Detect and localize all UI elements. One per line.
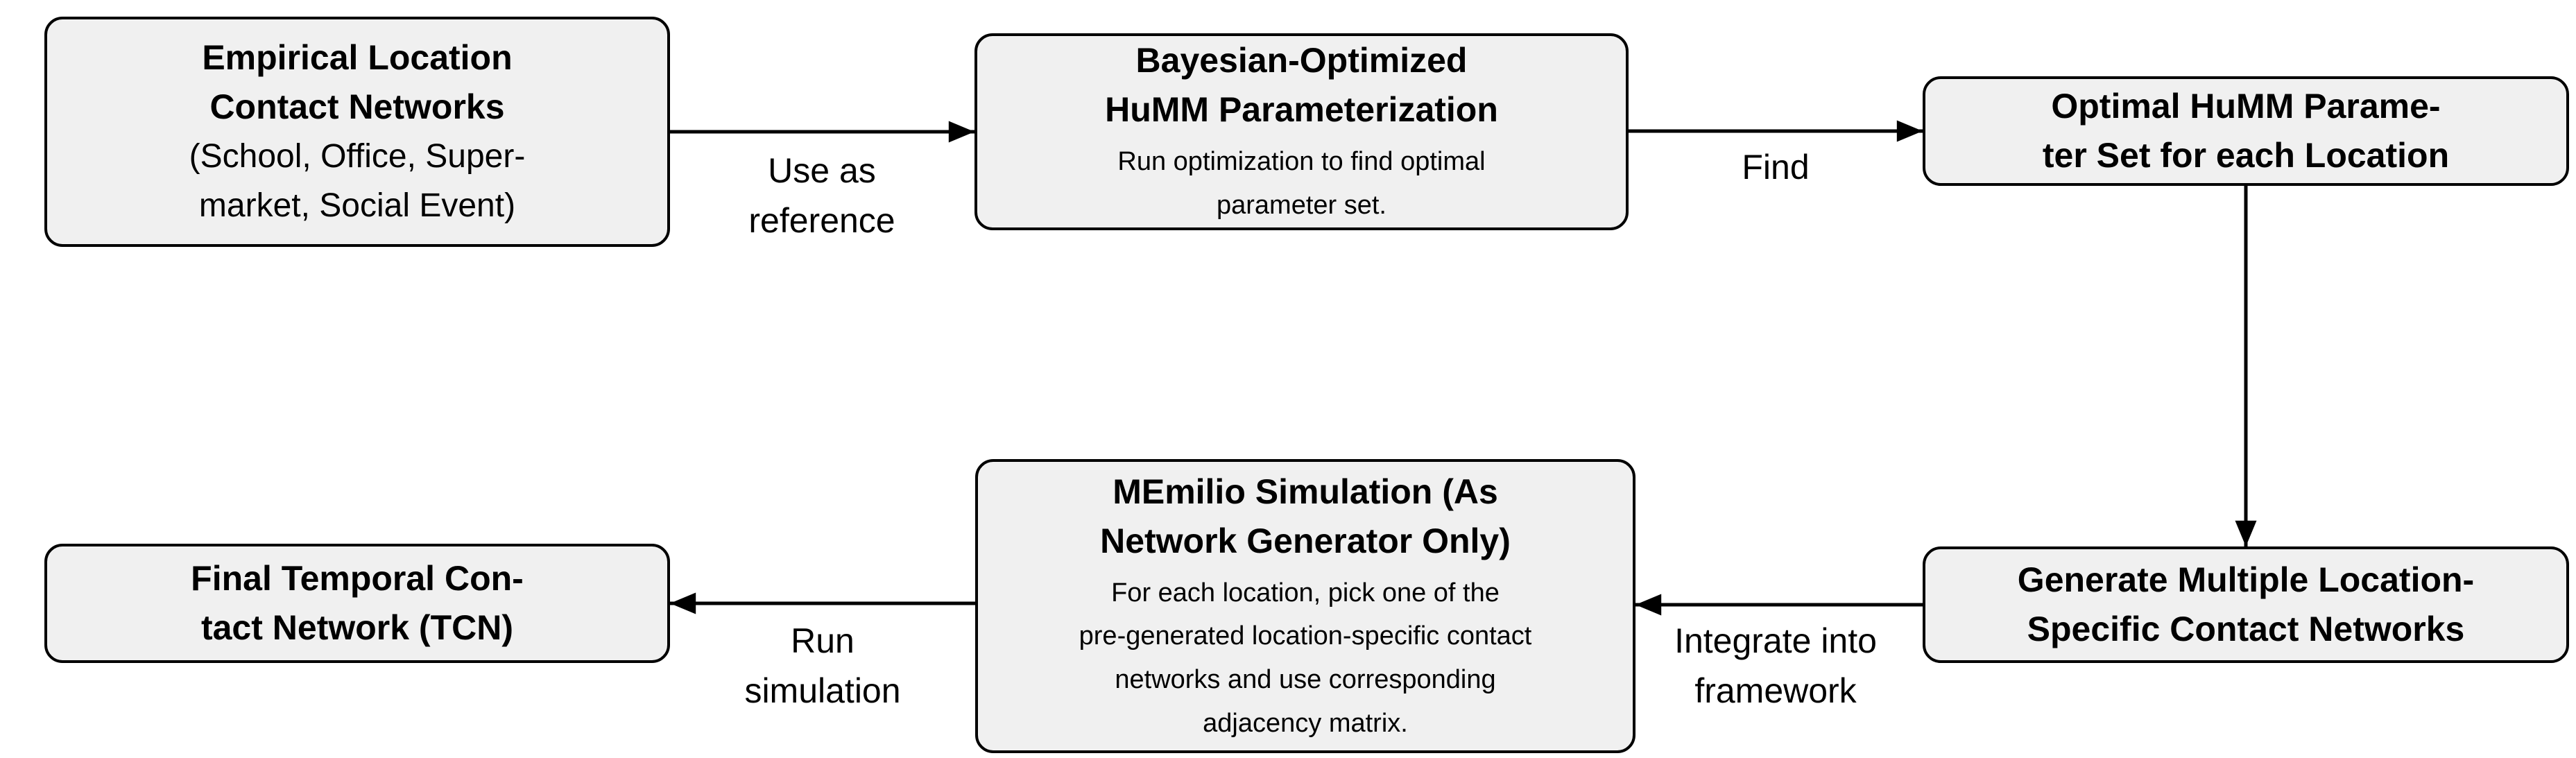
node-description: Run optimization to find optimal paramet… xyxy=(1117,147,1486,220)
node-title: MEmilio Simulation (As Network Generator… xyxy=(1100,472,1511,560)
node-bayesian-optimized-humm-parameterization: Bayesian-Optimized HuMM Parameterization… xyxy=(974,33,1629,230)
node-title: Empirical Location Contact Networks xyxy=(202,37,513,126)
node-title: Final Temporal Con- tact Network (TCN) xyxy=(191,559,524,647)
node-generate-location-specific-networks: Generate Multiple Location- Specific Con… xyxy=(1923,546,2569,663)
edge-label-run-simulation: Run simulation xyxy=(744,621,901,710)
node-empirical-location-contact-networks: Empirical Location Contact Networks (Sch… xyxy=(44,17,670,247)
node-optimal-humm-parameter-set: Optimal HuMM Parame- ter Set for each Lo… xyxy=(1923,76,2569,186)
edge-label-find: Find xyxy=(1742,148,1810,187)
node-title: Generate Multiple Location- Specific Con… xyxy=(2017,560,2475,648)
node-title: Optimal HuMM Parame- ter Set for each Lo… xyxy=(2042,87,2450,175)
node-final-temporal-contact-network: Final Temporal Con- tact Network (TCN) xyxy=(44,544,670,663)
node-subtitle: (School, Office, Super- market, Social E… xyxy=(189,137,526,224)
node-memilio-simulation: MEmilio Simulation (As Network Generator… xyxy=(975,459,1635,753)
edge-label-use-as-reference: Use as reference xyxy=(748,151,895,240)
node-title: Bayesian-Optimized HuMM Parameterization xyxy=(1105,41,1498,130)
node-description: For each location, pick one of the pre-g… xyxy=(1079,578,1532,738)
edge-label-integrate-into-framework: Integrate into framework xyxy=(1674,621,1877,710)
